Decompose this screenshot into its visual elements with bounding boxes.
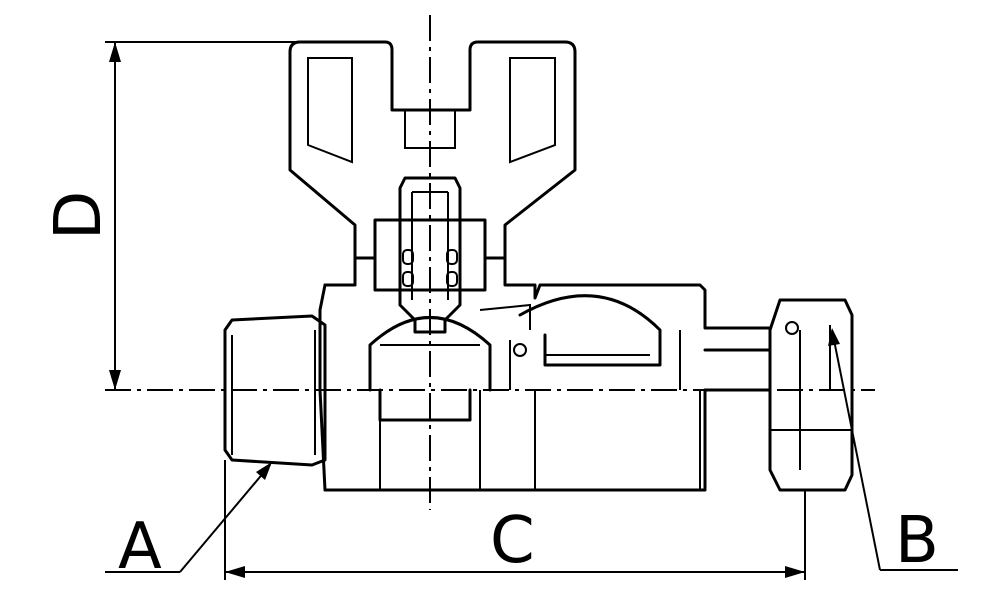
valve-stem bbox=[398, 176, 462, 334]
dimension-d bbox=[105, 41, 300, 390]
leader-b bbox=[828, 328, 958, 571]
label-d: D bbox=[42, 191, 116, 240]
right-union-nut bbox=[703, 298, 854, 492]
label-b: B bbox=[895, 504, 939, 578]
valve-body bbox=[318, 256, 772, 492]
butterfly-handle bbox=[288, 40, 577, 260]
leader-a bbox=[105, 462, 272, 573]
label-c: C bbox=[490, 504, 535, 578]
left-threaded-end bbox=[223, 314, 327, 467]
label-a: A bbox=[118, 510, 162, 584]
